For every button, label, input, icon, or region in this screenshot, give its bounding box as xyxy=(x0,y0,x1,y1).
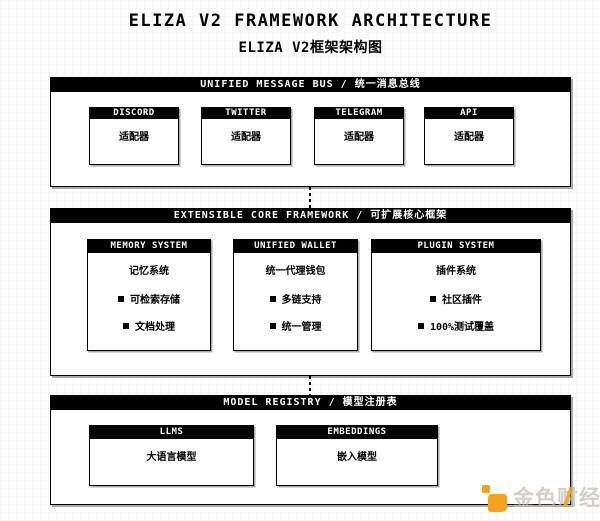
box-unified-wallet-title: UNIFIED WALLET xyxy=(234,240,357,253)
box-telegram: TELEGRAM 适配器 xyxy=(314,107,404,165)
box-memory-system-body: 记忆系统 xyxy=(129,266,169,277)
section-unified-message-bus: UNIFIED MESSAGE BUS / 统一消息总线 DISCORD 适配器… xyxy=(50,77,571,187)
box-embeddings: EMBEDDINGS 嵌入模型 xyxy=(276,425,438,486)
logo-square-icon xyxy=(488,494,507,512)
box-unified-wallet: UNIFIED WALLET 统一代理钱包 多链支持 统一管理 xyxy=(233,239,358,351)
box-llms: LLMS 大语言模型 xyxy=(89,425,254,486)
box-twitter-title: TWITTER xyxy=(202,108,290,119)
box-plugin-system-body: 插件系统 xyxy=(436,266,476,277)
bullet-item: 可检索存储 xyxy=(88,291,210,306)
box-twitter-body: 适配器 xyxy=(231,132,261,143)
page-subtitle: ELIZA V2框架架构图 xyxy=(238,40,383,56)
section-extensible-core-framework: EXTENSIBLE CORE FRAMEWORK / 可扩展核心框架 MEMO… xyxy=(50,208,571,376)
bullet-text: 文档处理 xyxy=(135,322,175,333)
logo-dot-icon xyxy=(482,485,490,493)
bullet-square-icon xyxy=(430,295,436,302)
section-model-registry: MODEL REGISTRY / 模型注册表 LLMS 大语言模型 EMBEDD… xyxy=(50,395,571,505)
box-telegram-body: 适配器 xyxy=(344,132,374,143)
bullet-text: 多链支持 xyxy=(281,295,322,306)
bullet-square-icon xyxy=(417,322,424,329)
dashed-connector-core-to-models xyxy=(309,376,311,395)
box-llms-body: 大语言模型 xyxy=(146,452,197,463)
box-discord-body: 适配器 xyxy=(119,132,149,143)
bullet-square-icon xyxy=(269,295,276,302)
box-discord-title: DISCORD xyxy=(90,108,178,119)
bullet-item: 社区插件 xyxy=(372,291,540,306)
bullet-square-icon xyxy=(118,295,124,302)
page-title: ELIZA V2 FRAMEWORK ARCHITECTURE xyxy=(128,11,493,31)
watermark: 金色财经 xyxy=(480,483,600,515)
box-embeddings-title: EMBEDDINGS xyxy=(277,426,437,439)
box-twitter: TWITTER 适配器 xyxy=(201,107,291,165)
bullet-square-icon xyxy=(123,322,129,329)
box-memory-system-title: MEMORY SYSTEM xyxy=(88,240,210,253)
dashed-connector-bus-to-core xyxy=(309,187,311,208)
box-llms-title: LLMS xyxy=(90,426,253,439)
watermark-text: 金色财经 xyxy=(513,486,600,510)
box-memory-system: MEMORY SYSTEM 记忆系统 可检索存储 文档处理 xyxy=(87,239,211,351)
box-discord: DISCORD 适配器 xyxy=(89,107,179,165)
bullet-square-icon xyxy=(269,322,276,329)
bullet-item: 文档处理 xyxy=(88,318,210,333)
bullet-text: 可检索存储 xyxy=(130,295,180,306)
jinse-finance-logo-icon xyxy=(482,485,508,513)
section-header-model-registry: MODEL REGISTRY / 模型注册表 xyxy=(51,396,570,410)
section-header-unified-message-bus: UNIFIED MESSAGE BUS / 统一消息总线 xyxy=(51,78,570,92)
box-api-title: API xyxy=(425,108,513,119)
box-api: API 适配器 xyxy=(424,107,514,165)
bullet-text: 100%测试覆盖 xyxy=(429,322,495,333)
box-embeddings-body: 嵌入模型 xyxy=(337,452,377,463)
bullet-text: 统一管理 xyxy=(281,322,322,333)
bullet-item: 多链支持 xyxy=(234,291,357,306)
box-plugin-system-title: PLUGIN SYSTEM xyxy=(372,240,540,253)
box-api-body: 适配器 xyxy=(454,132,484,143)
box-telegram-title: TELEGRAM xyxy=(315,108,403,119)
bullet-item: 100%测试覆盖 xyxy=(372,318,540,333)
box-plugin-system: PLUGIN SYSTEM 插件系统 社区插件 100%测试覆盖 xyxy=(371,239,541,351)
section-header-extensible-core-framework: EXTENSIBLE CORE FRAMEWORK / 可扩展核心框架 xyxy=(51,209,570,223)
bullet-item: 统一管理 xyxy=(234,318,357,333)
bullet-text: 社区插件 xyxy=(442,295,482,306)
box-unified-wallet-body: 统一代理钱包 xyxy=(265,266,326,277)
